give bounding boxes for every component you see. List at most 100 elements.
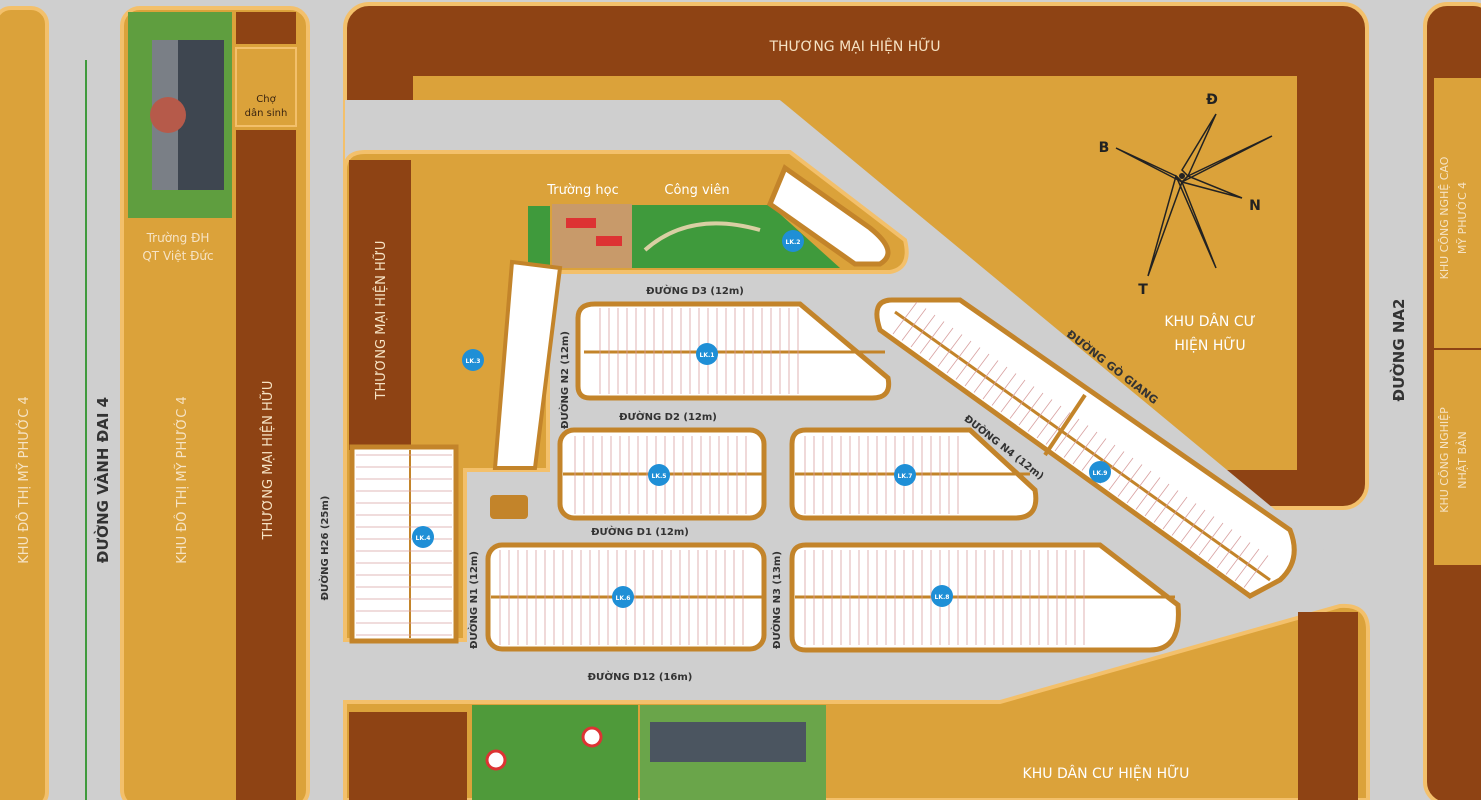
label-qt-viet-duc: QT Việt Đức [142, 249, 213, 263]
label-duong-na2: ĐƯỜNG NA2 [1389, 299, 1408, 402]
label-duong-vanh-dai: ĐƯỜNG VÀNH ĐAI 4 [93, 397, 112, 563]
lot-line [964, 353, 990, 387]
zone-kcn-nhat-ban [1434, 350, 1481, 565]
school-building [566, 218, 596, 228]
label-duong-n2: ĐƯỜNG N2 (12m) [558, 331, 571, 429]
school-building [596, 236, 622, 246]
label-duong-n3: ĐƯỜNG N3 (13m) [770, 551, 783, 649]
university-dome [150, 97, 186, 133]
lot-line [1243, 555, 1269, 588]
cho-dan-sinh-lot [235, 47, 297, 127]
bottom-building [650, 722, 806, 762]
lot-line [973, 360, 999, 393]
label-hien-huu: HIỆN HỮU [1174, 336, 1245, 354]
zone-thuong-mai-mid [349, 160, 411, 450]
lot-line [1108, 457, 1134, 491]
zone-khu-dan-cu-hien-huu [413, 76, 1297, 470]
svg-text:LK.3: LK.3 [466, 358, 481, 365]
compass-b-label: B [1099, 140, 1110, 156]
label-duong-h26: ĐƯỜNG H26 (25m) [318, 496, 331, 601]
svg-text:LK.7: LK.7 [898, 473, 913, 480]
lot-line [1198, 522, 1224, 556]
lot-line [1072, 431, 1098, 465]
lot-line [991, 373, 1017, 406]
zone-thuong-mai-left [236, 130, 296, 800]
lot-line [928, 327, 954, 361]
block-marker-lk4: LK.4 [412, 526, 434, 548]
label-khu-dan-cu-bottom: KHU DÂN CƯ HIỆN HỮU [1023, 764, 1190, 782]
block-lk4 [349, 444, 459, 644]
block-marker-lk9: LK.9 [1089, 461, 1111, 483]
lot-line [1153, 490, 1179, 523]
lot-line [955, 347, 981, 380]
label-duong-n1: ĐƯỜNG N1 (12m) [467, 551, 480, 649]
label-truong-hoc: Trường học [546, 183, 619, 198]
label-kcn-cao-1: KHU CÔNG NGHỆ CAO [1438, 156, 1451, 279]
lot-line [1189, 516, 1215, 549]
svg-text:LK.8: LK.8 [935, 594, 950, 601]
lot-line [892, 301, 918, 335]
label-khu-dan-cu: KHU DÂN CƯ [1164, 312, 1255, 330]
lot-line [1207, 529, 1233, 562]
zone-dark-bottom-left [349, 712, 467, 800]
small-lot [490, 495, 528, 519]
block-marker-lk7: LK.7 [894, 464, 916, 486]
label-kcn-nb-2: NHẬT BẢN [1455, 431, 1469, 489]
label-cho: Chợ [256, 94, 276, 105]
label-duong-d1: ĐƯỜNG D1 (12m) [591, 525, 689, 538]
lot-line [1063, 425, 1089, 458]
compass-d-label: Đ [1206, 92, 1218, 108]
block-marker-lk8: LK.8 [931, 585, 953, 607]
label-truong-dh: Trường ĐH [146, 231, 210, 245]
block-lk9 [874, 297, 1297, 599]
label-thuong-mai-top: THƯƠNG MẠI HIỆN HỮU [768, 37, 940, 55]
lot-line [1081, 438, 1107, 471]
lot-line [982, 366, 1008, 400]
lot-line [1009, 386, 1035, 419]
compass-t-label: T [1138, 282, 1148, 298]
svg-text:LK.5: LK.5 [652, 473, 667, 480]
label-khu-do-thi-mid: KHU ĐÔ THỊ MỸ PHƯỚC 4 [174, 396, 190, 563]
block-marker-lk2: LK.2 [782, 230, 804, 252]
label-duong-d2: ĐƯỜNG D2 (12m) [619, 410, 717, 423]
lot-line [1018, 392, 1044, 426]
label-kcn-nb-1: KHU CÔNG NGHIỆP [1438, 407, 1451, 513]
label-kcn-cao-2: MỸ PHƯỚC 4 [1456, 182, 1469, 254]
label-duong-d3: ĐƯỜNG D3 (12m) [646, 284, 744, 297]
lot-line [901, 308, 927, 341]
lot-line [946, 340, 972, 374]
lot-line [1117, 464, 1143, 497]
lot-line [1225, 542, 1251, 575]
lot-line [1135, 477, 1161, 510]
lot-line [1216, 535, 1242, 569]
svg-text:LK.2: LK.2 [786, 239, 801, 246]
lot-subdivisions [356, 301, 1269, 645]
cong-vien-park [632, 205, 840, 268]
label-thuong-mai-left: THƯƠNG MẠI HIỆN HỮU [260, 381, 276, 541]
zone-dark-bottom-right [1298, 612, 1358, 800]
block-marker-lk6: LK.6 [612, 586, 634, 608]
svg-text:LK.1: LK.1 [700, 352, 715, 359]
block-marker-lk1: LK.1 [696, 343, 718, 365]
block-lk3 [492, 259, 563, 470]
lot-line [910, 314, 936, 348]
lot-line [1054, 418, 1080, 452]
label-khu-do-thi-left: KHU ĐÔ THỊ MỸ PHƯỚC 4 [16, 396, 32, 563]
lot-line [1027, 399, 1053, 432]
compass-n-label: N [1249, 198, 1261, 214]
zone-kcn-cao [1434, 78, 1481, 348]
block-marker-lk5: LK.5 [648, 464, 670, 486]
lot-line [1045, 412, 1071, 445]
label-cong-vien: Công viên [664, 183, 729, 198]
svg-text:LK.4: LK.4 [416, 535, 431, 542]
lot-line [1000, 379, 1026, 413]
lot-line [1234, 548, 1260, 582]
lot-line [1171, 503, 1197, 536]
compass-rose-icon [1115, 113, 1273, 277]
label-thuong-mai-mid: THƯƠNG MẠI HIỆN HỮU [373, 241, 389, 401]
label-dan-sinh: dân sinh [245, 107, 288, 119]
park-path [643, 221, 761, 252]
lot-line [1180, 509, 1206, 543]
lot-line [919, 321, 945, 354]
